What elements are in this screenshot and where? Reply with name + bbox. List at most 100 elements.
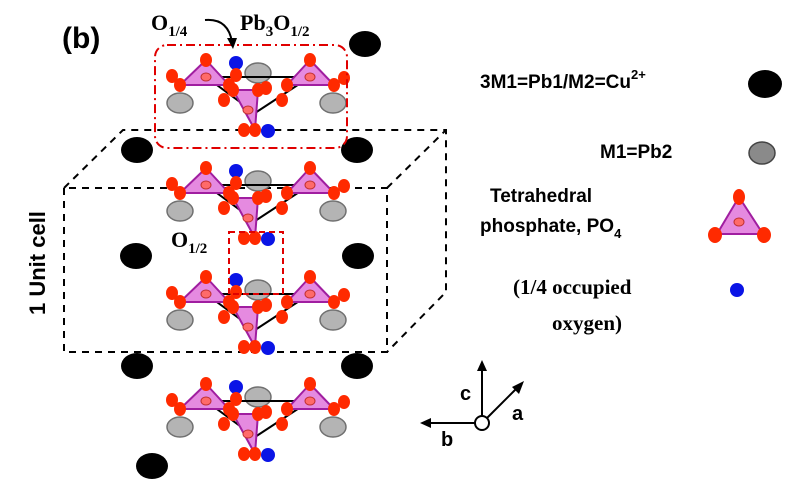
legend-phosphate-tetrahedron — [708, 189, 771, 243]
oxygen-atom — [218, 93, 230, 107]
phosphate-tetrahedron — [227, 407, 264, 461]
oxygen-atom — [166, 393, 178, 407]
oxygen-atom — [276, 201, 288, 215]
phosphate-tetrahedron — [174, 270, 235, 309]
pb2-atom — [244, 170, 272, 192]
oxygen-atom — [304, 161, 316, 175]
tetrahedron-face — [177, 58, 232, 86]
legend-black-atom-label: 3M1=Pb1/M2=Cu2+ — [480, 67, 646, 93]
oxygen-atom — [230, 285, 242, 299]
legend-blue-oxygen — [730, 283, 744, 297]
pb2-atom — [319, 416, 347, 438]
o-quarter-label: O1/4 — [151, 10, 188, 40]
oxygen-atom — [200, 270, 212, 284]
oxygen-atom — [238, 123, 250, 137]
phosphate-tetrahedron — [281, 53, 340, 92]
oxygen-atom — [338, 288, 350, 302]
legend-grey-atom-label: M1=Pb2 — [600, 142, 672, 163]
oxygen-atom — [238, 340, 250, 354]
pb1-atom — [349, 31, 381, 57]
oxygen-atom — [304, 270, 316, 284]
oxygen-atom — [200, 161, 212, 175]
oxygen-atom — [227, 83, 239, 97]
pb3o-half-label: Pb3O1/2 — [240, 10, 309, 40]
oxygen-atom — [276, 93, 288, 107]
oxygen-atom — [328, 402, 340, 416]
partial-oxygen-atom — [261, 124, 275, 138]
oxygen-atom — [276, 310, 288, 324]
oxygen-atom — [174, 402, 186, 416]
oxygen-atom — [218, 201, 230, 215]
partial-oxygen-atom — [261, 448, 275, 462]
phosphate-tetrahedron — [281, 377, 340, 416]
oxygen-atom — [174, 295, 186, 309]
phosphate-tetrahedron — [281, 161, 340, 200]
legend-grey-atom — [748, 141, 776, 165]
oxygen-atom — [338, 71, 350, 85]
phosphorus-atom — [242, 213, 254, 223]
oxygen-atom — [249, 123, 261, 137]
pb1-atom — [342, 243, 374, 269]
partial-oxygen-atom — [229, 273, 243, 287]
phosphorus-atom — [304, 289, 316, 299]
oxygen-atom — [174, 78, 186, 92]
tetrahedron-face — [177, 275, 232, 303]
pb2-atom — [166, 92, 194, 114]
phosphate-tetrahedron — [227, 300, 264, 354]
oxygen-atom — [238, 231, 250, 245]
pb1-atom — [121, 137, 153, 163]
oxygen-atom — [218, 417, 230, 431]
oxygen-atom — [166, 69, 178, 83]
pb2-atom — [319, 92, 347, 114]
phosphate-tetrahedron — [227, 191, 264, 245]
partial-oxygen-atom — [261, 341, 275, 355]
phosphate-tetrahedron — [174, 53, 235, 92]
phosphorus-atom — [304, 180, 316, 190]
partial-oxygen-atom — [229, 380, 243, 394]
oxygen-atom — [281, 186, 293, 200]
oxygen-atom — [338, 395, 350, 409]
oxygen-atom — [200, 377, 212, 391]
pb2-atom — [244, 386, 272, 408]
structure-layer — [166, 377, 350, 462]
oxygen-atom — [328, 186, 340, 200]
oxygen-atom — [276, 417, 288, 431]
legend-tetra-line1: Tetrahedral — [490, 186, 592, 207]
pb1-atom — [136, 453, 168, 479]
phosphorus-atom — [200, 289, 212, 299]
pb3o-box — [154, 44, 348, 149]
tetrahedron-face — [284, 275, 337, 303]
o-quarter-arrowhead — [227, 38, 237, 49]
oxygen-atom — [304, 377, 316, 391]
oxygen-atom — [249, 447, 261, 461]
phosphorus-atom — [304, 72, 316, 82]
phosphorus-atom — [200, 396, 212, 406]
phosphate-tetrahedron — [281, 270, 340, 309]
oxygen-atom — [281, 295, 293, 309]
axis-a-label: a — [512, 403, 524, 425]
pb2-atom — [166, 416, 194, 438]
pb2-atom — [166, 309, 194, 331]
o-half-label: O1/2 — [171, 227, 207, 257]
oxygen-atom — [281, 78, 293, 92]
pb2-atom — [244, 279, 272, 301]
tetrahedron-face — [177, 166, 232, 194]
pb1-atom — [341, 137, 373, 163]
tetrahedron-face — [284, 58, 337, 86]
oxygen-atom — [227, 191, 239, 205]
oxygen-atom — [218, 310, 230, 324]
unit-cell-box — [63, 129, 447, 353]
axes-indicator — [420, 360, 524, 431]
unit-cell-label: 1 Unit cell — [25, 211, 50, 315]
oxygen-atom — [260, 298, 272, 312]
phosphate-tetrahedron — [174, 161, 235, 200]
pb1-atom — [341, 353, 373, 379]
oxygen-atom — [338, 179, 350, 193]
phosphorus-atom — [242, 105, 254, 115]
tetrahedron-face — [177, 382, 232, 410]
pb1-atom — [121, 353, 153, 379]
structure-layers — [120, 31, 381, 479]
tetrahedron-face — [284, 166, 337, 194]
oxygen-atom — [166, 177, 178, 191]
